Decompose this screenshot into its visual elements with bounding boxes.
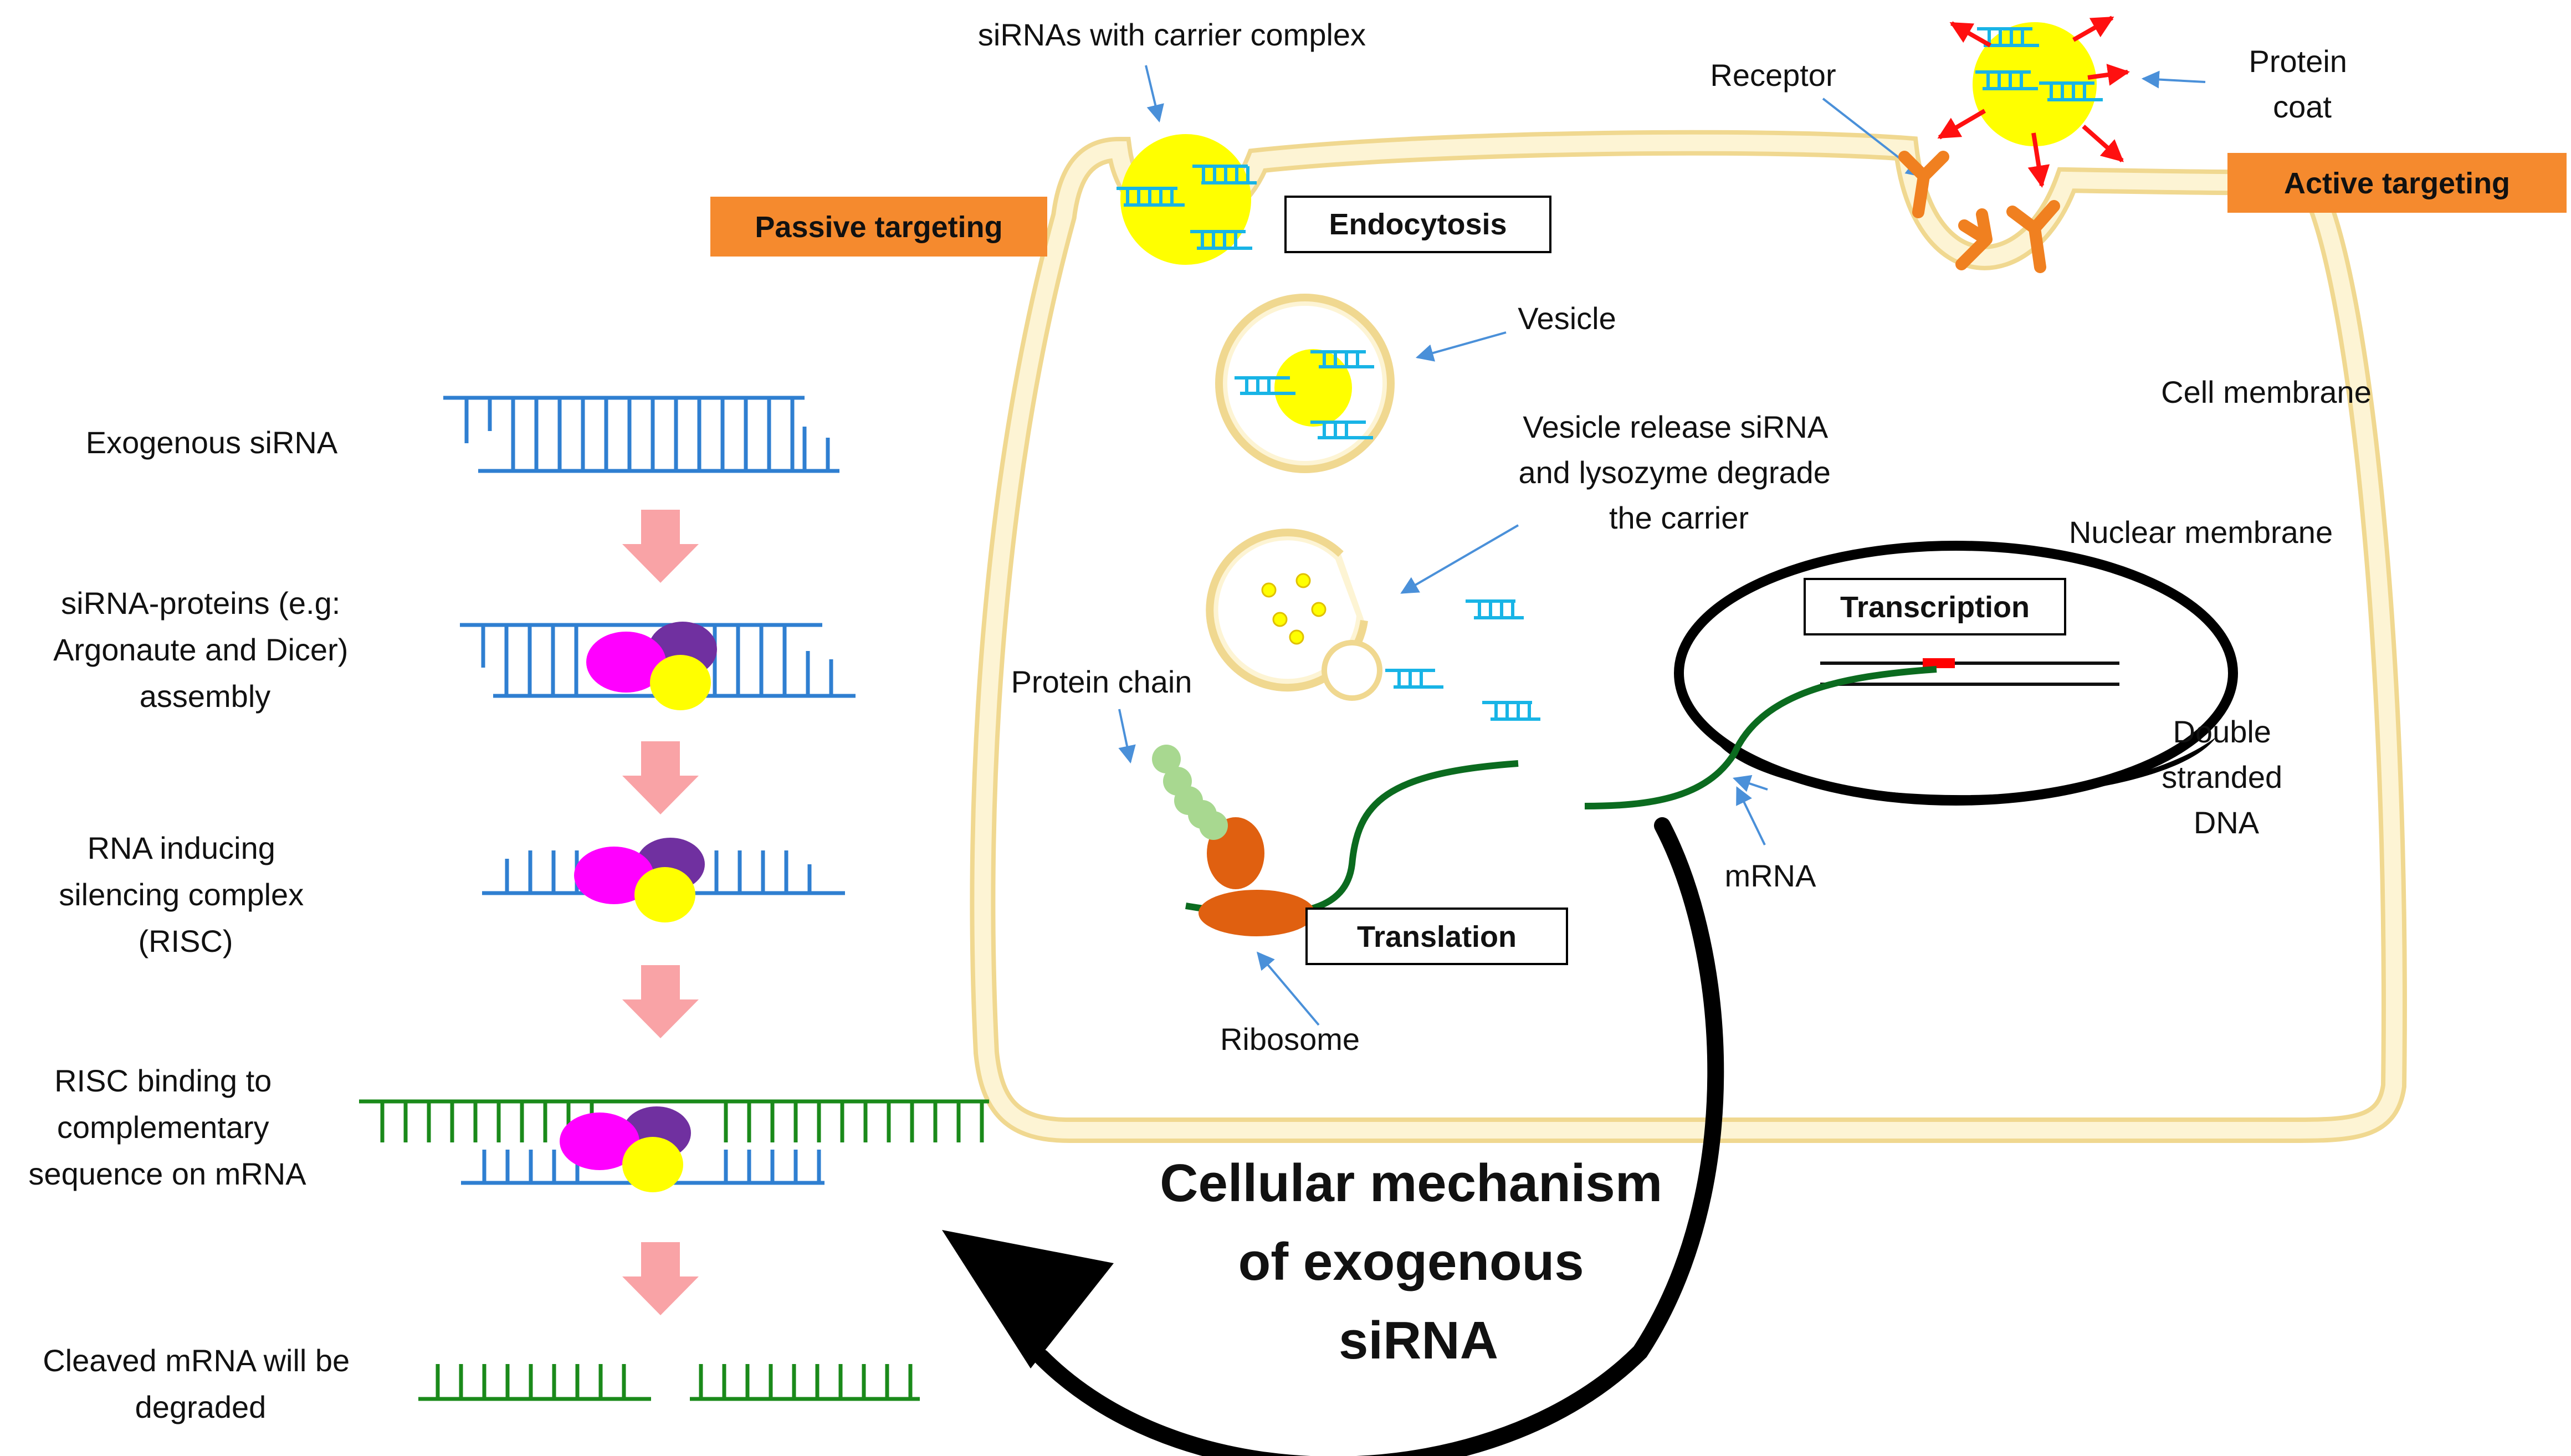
protein-coat-arrows — [1937, 16, 2130, 188]
step5-label: Cleaved mRNA will be degraded — [43, 1343, 358, 1424]
protein-chain — [1152, 745, 1228, 840]
transcription-box — [1804, 578, 2066, 635]
step-arrows — [622, 510, 699, 1315]
receptor-icons — [1898, 151, 2060, 273]
receptor-icon — [1898, 151, 1949, 218]
step-arrow-3 — [622, 965, 699, 1038]
cellular-mechanism-arrow — [1033, 817, 1724, 1456]
nuclear-membrane-label: Nuclear membrane — [2069, 515, 2333, 550]
protein-coat-label: Protein coat — [2249, 44, 2356, 124]
active-sirna-duplexes — [1975, 27, 2103, 101]
sirna-duplexes-carrier — [1117, 165, 1257, 250]
step1-sirna-graphic — [443, 396, 839, 473]
released-sirna — [1385, 599, 1540, 721]
ribosome-label: Ribosome — [1220, 1022, 1360, 1057]
protein-chain-label: Protein chain — [1011, 664, 1192, 699]
translation-box — [1305, 908, 1568, 965]
mrna-label: mRNA — [1725, 858, 1817, 893]
step-arrow-2 — [622, 741, 699, 814]
step4-mrna-strand — [359, 1099, 989, 1142]
receptor-icon — [2006, 200, 2060, 273]
mrna-path — [1584, 666, 1937, 809]
ribosome — [1199, 817, 1315, 936]
endocytosis-label: Endocytosis — [1329, 208, 1507, 241]
passive-targeting-label: Passive targeting — [755, 211, 1002, 244]
step-arrow-4 — [622, 1242, 699, 1315]
step3-label: RNA inducing silencing complex (RISC) — [59, 830, 313, 958]
step-arrow-1 — [622, 510, 699, 583]
passive-targeting-box — [710, 197, 1047, 257]
receptor-label: Receptor — [1710, 58, 1836, 93]
vesicle-sirna-duplexes — [1235, 350, 1374, 439]
cell-membrane-label: Cell membrane — [2161, 375, 2372, 409]
transcription-label: Transcription — [1840, 591, 2030, 624]
active-targeting-label: Active targeting — [2284, 167, 2510, 200]
step2-sirna-graphic — [460, 623, 856, 698]
active-targeting-box — [2227, 153, 2567, 213]
receptor-icon — [1955, 208, 1993, 270]
sirna-carrier-label: siRNAs with carrier complex — [978, 17, 1366, 52]
main-title: Cellular mechanism of exogenous siRNA — [1160, 1153, 1677, 1370]
step5-cleaved-mrna-right — [690, 1364, 920, 1401]
step4-label: RISC binding to complementary sequence o… — [28, 1063, 306, 1191]
step5-cleaved-mrna-left — [418, 1364, 651, 1401]
cellular-mechanism-arrowhead — [942, 1230, 1114, 1368]
step2-protein-complex — [586, 622, 717, 710]
step2-label: siRNA-proteins (e.g: Argonaute and Dicer… — [53, 586, 357, 714]
active-carrier — [1973, 22, 2097, 146]
vesicle-label: Vesicle — [1518, 301, 1616, 336]
step4-risc-complex — [560, 1106, 691, 1192]
step3-risc-complex — [574, 838, 705, 922]
vesicle — [1215, 294, 1395, 473]
endocytosis-box — [1284, 196, 1551, 253]
double-stranded-dna — [1820, 658, 2119, 686]
translation-label: Translation — [1357, 920, 1517, 953]
double-stranded-dna-label: Double stranded DNA — [2162, 714, 2291, 840]
step1-label: Exogenous siRNA — [86, 425, 338, 460]
releasing-vesicle — [1206, 529, 1382, 701]
vesicle-release-label: Vesicle release siRNA and lysozyme degra… — [1518, 409, 1839, 535]
